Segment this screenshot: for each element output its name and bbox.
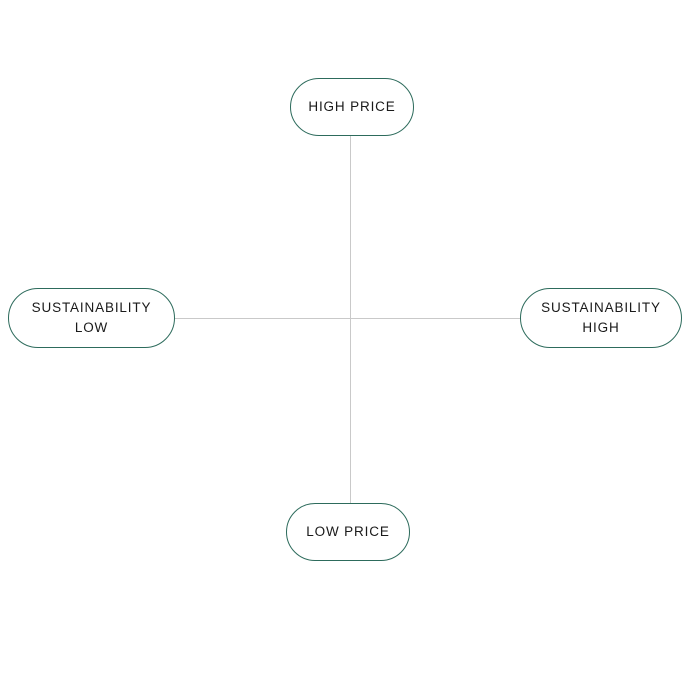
horizontal-axis-line bbox=[175, 318, 521, 319]
node-high-price[interactable]: HIGH PRICE bbox=[290, 78, 414, 136]
node-sustainability-high[interactable]: SUSTAINABILITY HIGH bbox=[520, 288, 682, 348]
node-sustainability-low[interactable]: SUSTAINABILITY LOW bbox=[8, 288, 175, 348]
node-low-price-label: LOW PRICE bbox=[306, 524, 390, 540]
node-sustainability-high-label: SUSTAINABILITY HIGH bbox=[541, 300, 661, 335]
node-low-price[interactable]: LOW PRICE bbox=[286, 503, 410, 561]
vertical-axis-line bbox=[350, 136, 351, 504]
node-sustainability-low-label: SUSTAINABILITY LOW bbox=[31, 300, 152, 335]
node-high-price-label: HIGH PRICE bbox=[308, 99, 396, 115]
